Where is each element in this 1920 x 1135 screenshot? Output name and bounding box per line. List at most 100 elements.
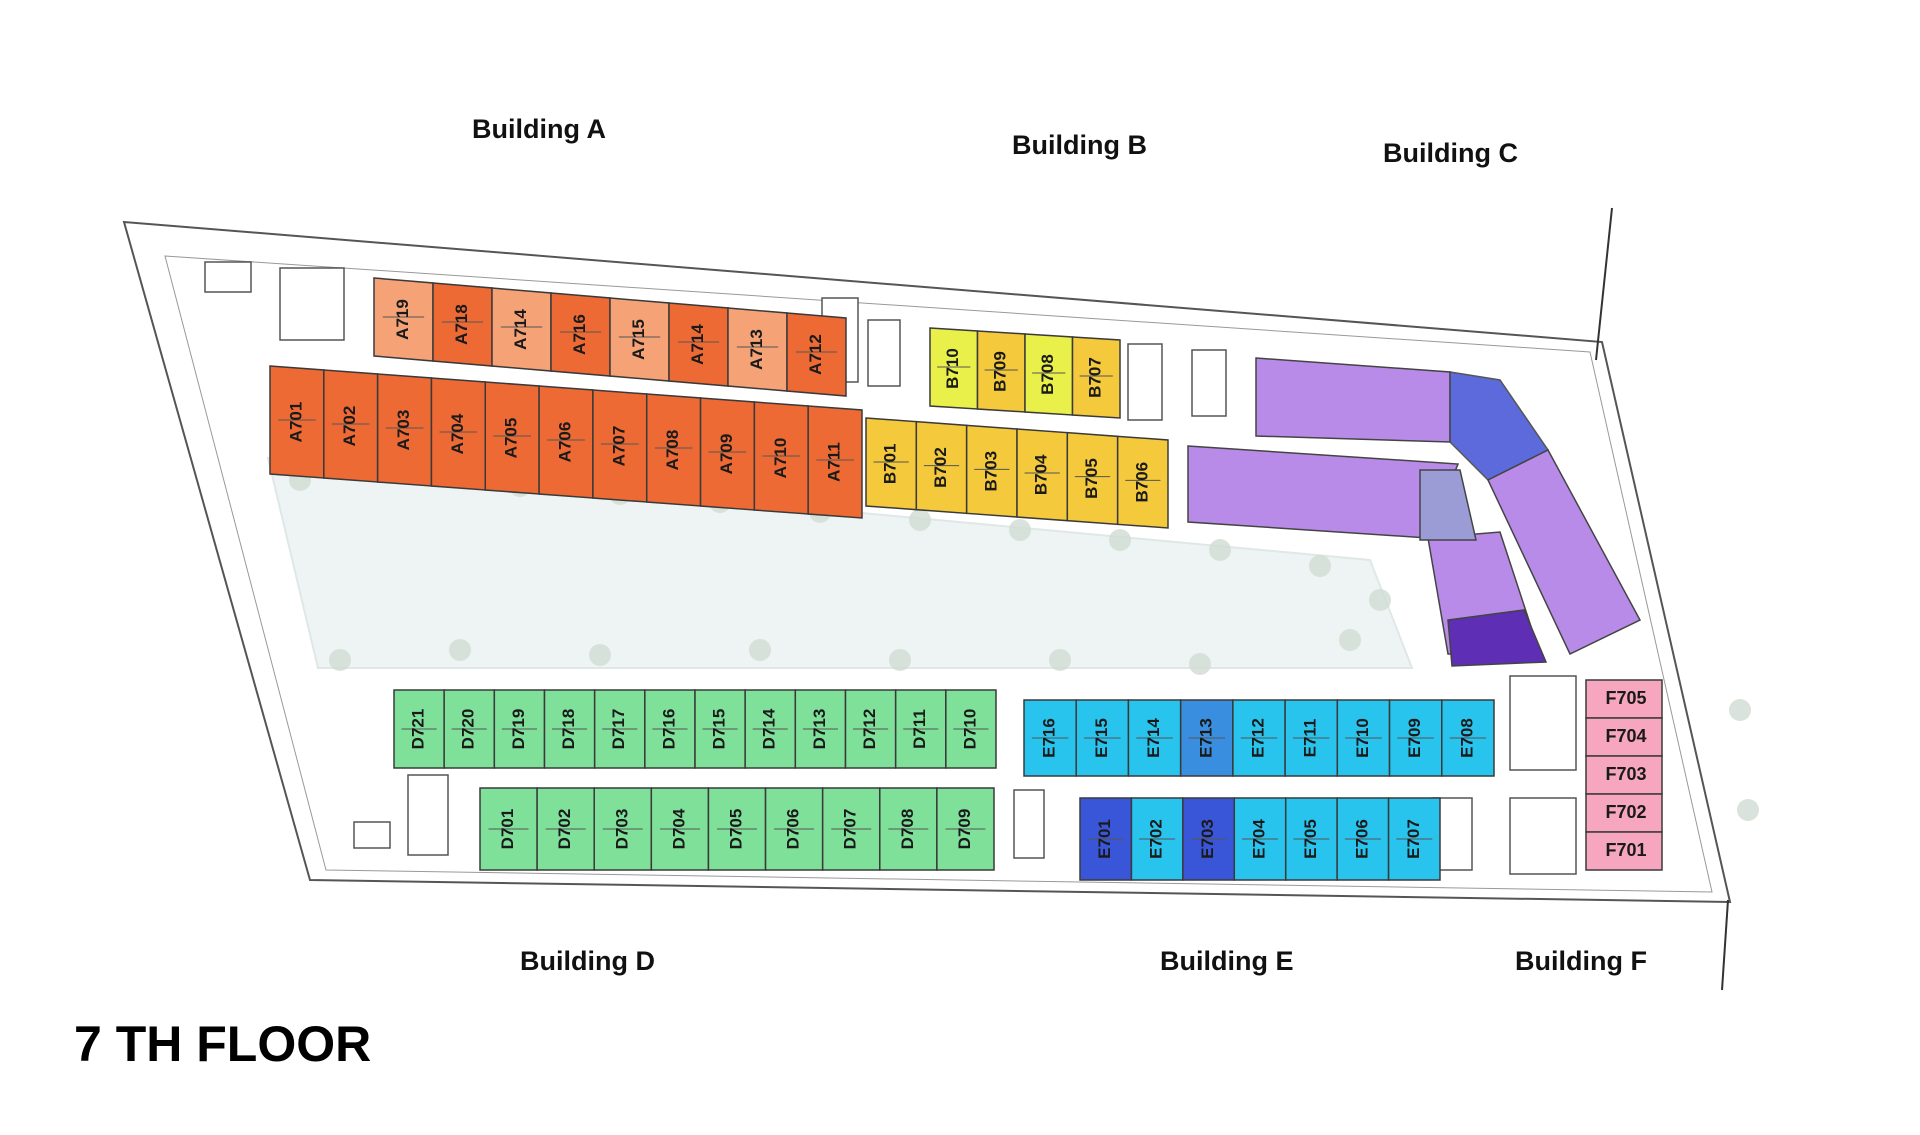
unit-e709[interactable]: E709 <box>1388 699 1443 777</box>
unit-d714[interactable]: D714 <box>744 689 797 769</box>
unit-label: A711 <box>825 442 844 482</box>
unit-f703[interactable]: F703 <box>1585 755 1663 795</box>
unit-d718[interactable]: D718 <box>543 689 596 769</box>
unit-d719[interactable]: D719 <box>493 689 546 769</box>
unit-a705[interactable]: A705 <box>484 381 540 495</box>
unit-e708[interactable]: E708 <box>1441 699 1495 777</box>
unit-label: A714 <box>511 309 530 350</box>
unit-label: E707 <box>1404 819 1423 859</box>
unit-d720[interactable]: D720 <box>443 689 496 769</box>
unit-a708[interactable]: A708 <box>645 393 702 507</box>
unit-e711[interactable]: E711 <box>1284 699 1339 777</box>
unit-b704[interactable]: B704 <box>1016 428 1069 522</box>
lift-core <box>279 267 345 341</box>
unit-label: E705 <box>1301 819 1320 859</box>
unit-a718[interactable]: A718 <box>432 282 493 367</box>
unit-d702[interactable]: D702 <box>536 787 595 871</box>
unit-b707[interactable]: B707 <box>1071 336 1121 419</box>
unit-b710[interactable]: B710 <box>929 327 979 410</box>
unit-a701[interactable]: A701 <box>269 365 325 479</box>
unit-label: D704 <box>669 808 688 849</box>
unit-d715[interactable]: D715 <box>694 689 746 769</box>
unit-e715[interactable]: E715 <box>1075 699 1130 777</box>
unit-a704[interactable]: A704 <box>430 377 487 491</box>
building-e-label: Building E <box>1160 946 1294 976</box>
unit-a713[interactable]: A713 <box>727 307 788 392</box>
unit-b703[interactable]: B703 <box>965 424 1018 518</box>
unit-d708[interactable]: D708 <box>879 787 938 871</box>
unit-a714[interactable]: A714 <box>491 287 552 372</box>
unit-a712[interactable]: A712 <box>786 312 847 397</box>
unit-d704[interactable]: D704 <box>650 787 710 871</box>
tree-icon <box>1009 519 1031 541</box>
unit-label: E708 <box>1457 718 1476 758</box>
unit-e705[interactable]: E705 <box>1284 797 1338 881</box>
unit-shape <box>1116 435 1169 529</box>
unit-d710[interactable]: D710 <box>945 689 997 769</box>
unit-a702[interactable]: A702 <box>323 369 379 483</box>
unit-label: A707 <box>609 426 628 467</box>
unit-d703[interactable]: D703 <box>593 787 653 871</box>
building-c-units <box>1187 357 1642 667</box>
unit-a703[interactable]: A703 <box>376 373 433 487</box>
unit-d707[interactable]: D707 <box>821 787 881 871</box>
unit-a709[interactable]: A709 <box>699 397 756 511</box>
unit-f705[interactable]: F705 <box>1585 679 1663 719</box>
unit-label: E716 <box>1040 718 1059 758</box>
unit-a719[interactable]: A719 <box>373 277 434 362</box>
unit-e706[interactable]: E706 <box>1336 797 1390 881</box>
unit-e707[interactable]: E707 <box>1387 797 1441 881</box>
unit-label: D721 <box>409 709 428 750</box>
unit-d711[interactable]: D711 <box>894 689 947 769</box>
unit-e703[interactable]: E703 <box>1182 797 1236 881</box>
unit-b705[interactable]: B705 <box>1066 431 1119 526</box>
unit-d706[interactable]: D706 <box>764 787 824 871</box>
unit-label: D708 <box>898 809 917 850</box>
lift-core <box>407 774 449 856</box>
unit-label: D714 <box>760 708 779 749</box>
floor-title: 7 TH FLOOR <box>74 1016 372 1072</box>
unit-e714[interactable]: E714 <box>1127 699 1182 777</box>
unit-e713[interactable]: E713 <box>1179 699 1234 777</box>
unit-e710[interactable]: E710 <box>1336 699 1391 777</box>
unit-b702[interactable]: B702 <box>915 420 968 515</box>
unit-d713[interactable]: D713 <box>794 689 847 769</box>
unit-f701[interactable]: F701 <box>1585 831 1663 871</box>
unit-b709[interactable]: B709 <box>976 330 1026 413</box>
unit-d721[interactable]: D721 <box>393 689 445 769</box>
unit-b706[interactable]: B706 <box>1116 435 1169 529</box>
unit-e704[interactable]: E704 <box>1233 797 1287 881</box>
unit-f702[interactable]: F702 <box>1585 793 1663 833</box>
unit-e701[interactable]: E701 <box>1079 797 1133 881</box>
boundary-line-se <box>1721 899 1729 991</box>
unit-b708[interactable]: B708 <box>1024 333 1074 416</box>
unit-shape <box>1585 793 1663 833</box>
unit-label: D720 <box>459 709 478 750</box>
unit-d701[interactable]: D701 <box>479 787 538 871</box>
central-courtyard <box>266 456 1414 669</box>
unit-e712[interactable]: E712 <box>1232 699 1286 777</box>
unit-d717[interactable]: D717 <box>593 689 646 769</box>
unit-a710[interactable]: A710 <box>753 401 809 515</box>
unit-label: D706 <box>784 809 803 850</box>
unit-a716[interactable]: A716 <box>550 292 611 377</box>
unit-a714[interactable]: A714 <box>668 302 729 387</box>
unit-a706[interactable]: A706 <box>538 385 594 499</box>
unit-a707[interactable]: A707 <box>592 389 648 503</box>
unit-a711[interactable]: A711 <box>807 405 863 519</box>
unit-b701[interactable]: B701 <box>865 417 918 511</box>
unit-label: D707 <box>841 809 860 850</box>
unit-shape <box>1585 679 1663 719</box>
unit-e702[interactable]: E702 <box>1130 797 1184 881</box>
unit-d705[interactable]: D705 <box>707 787 767 871</box>
unit-d709[interactable]: D709 <box>936 787 995 871</box>
unit-shape <box>1585 831 1663 871</box>
unit-f704[interactable]: F704 <box>1585 717 1663 757</box>
unit-d712[interactable]: D712 <box>844 689 897 769</box>
tree-icon <box>1049 649 1071 671</box>
unit-d716[interactable]: D716 <box>644 689 696 769</box>
unit-label: E704 <box>1249 819 1268 859</box>
tree-icon <box>889 649 911 671</box>
unit-e716[interactable]: E716 <box>1023 699 1077 777</box>
unit-a715[interactable]: A715 <box>609 297 670 382</box>
